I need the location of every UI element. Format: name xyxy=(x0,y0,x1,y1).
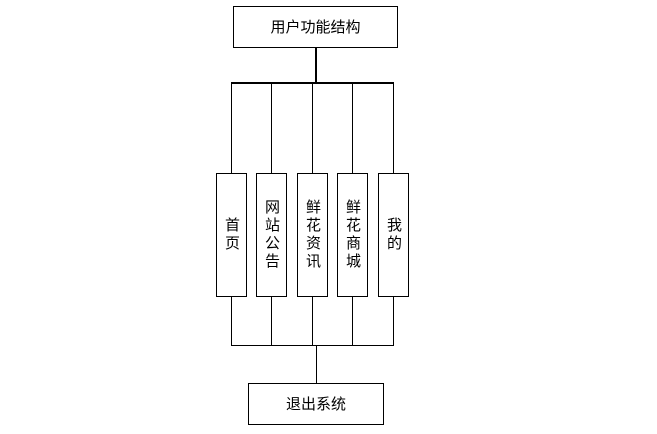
connector-root-stem xyxy=(315,48,317,83)
connector-rise-1 xyxy=(231,297,232,346)
connector-drop-5 xyxy=(393,83,394,173)
connector-bottom-bus xyxy=(231,345,394,346)
connector-rise-4 xyxy=(352,297,353,346)
exit-node-label: 退出系统 xyxy=(285,394,346,413)
connector-drop-3 xyxy=(312,83,313,173)
connector-rise-2 xyxy=(271,297,272,346)
connector-rise-3 xyxy=(312,297,313,346)
module-node-label: 我的 xyxy=(385,217,403,253)
connector-exit-stem xyxy=(316,345,317,383)
module-node-label: 鲜花资讯 xyxy=(304,199,322,271)
connector-drop-4 xyxy=(352,83,353,173)
module-node-label: 首页 xyxy=(223,217,241,253)
connector-rise-5 xyxy=(393,297,394,346)
root-node-label: 用户功能结构 xyxy=(270,17,361,36)
connector-drop-1 xyxy=(231,83,232,173)
exit-node: 退出系统 xyxy=(248,383,384,425)
module-node-flower-mall: 鲜花商城 xyxy=(337,173,368,297)
root-node: 用户功能结构 xyxy=(233,6,398,48)
module-node-mine: 我的 xyxy=(378,173,409,297)
module-node-label: 网站公告 xyxy=(263,199,281,271)
module-node-flower-news: 鲜花资讯 xyxy=(297,173,328,297)
module-node-announcements: 网站公告 xyxy=(256,173,287,297)
module-node-label: 鲜花商城 xyxy=(344,199,362,271)
module-node-home: 首页 xyxy=(216,173,247,297)
connector-drop-2 xyxy=(271,83,272,173)
